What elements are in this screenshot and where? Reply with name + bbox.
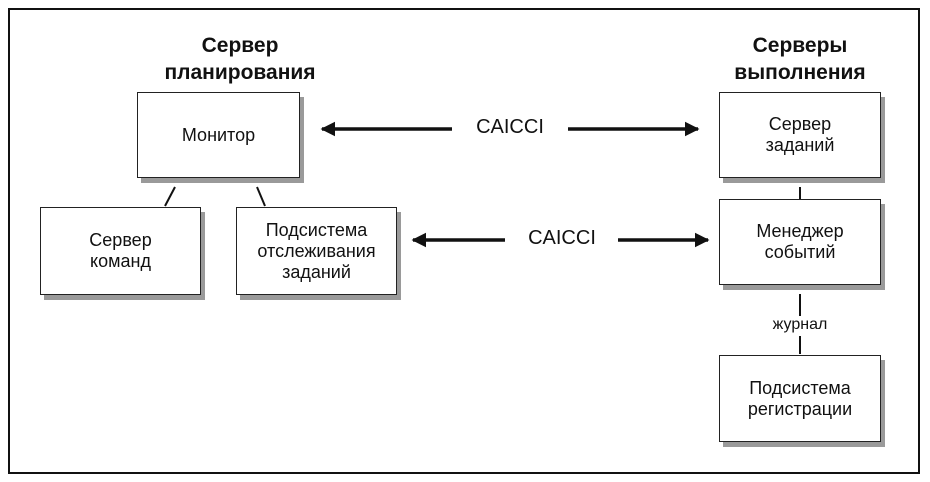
top-protocol-label: CAICCI — [456, 116, 564, 139]
scheduling-server-title-line2: планирования — [164, 61, 316, 84]
command-server-label: Сервер команд — [89, 230, 152, 271]
monitor-label: Монитор — [181, 124, 256, 145]
scheduling-server-title-line1: Сервер — [201, 34, 279, 57]
job-server-label: Сервер заданий — [765, 114, 835, 155]
job-tracking-label: Подсистема отслеживания заданий — [257, 219, 376, 282]
logging-subsystem-box: Подсистема регистрации — [719, 355, 881, 442]
link-monitor-job-tracking — [256, 186, 266, 207]
bottom-protocol-label: CAICCI — [510, 227, 614, 250]
execution-servers-title: Серверы выполнения — [710, 32, 890, 86]
diagram-frame — [8, 8, 920, 474]
execution-servers-title-line2: выполнения — [734, 61, 866, 84]
command-server-box: Сервер команд — [40, 207, 201, 295]
event-manager-box: Менеджер событий — [719, 199, 881, 285]
execution-servers-title-line1: Серверы — [752, 34, 848, 57]
scheduling-server-title: Сервер планирования — [130, 32, 350, 86]
log-link-label: журнал — [760, 316, 840, 334]
monitor-box: Монитор — [137, 92, 300, 178]
job-server-box: Сервер заданий — [719, 92, 881, 178]
logging-subsystem-label: Подсистема регистрации — [747, 377, 853, 419]
event-manager-label: Менеджер событий — [756, 221, 844, 262]
link-monitor-command-server — [164, 186, 176, 207]
job-tracking-box: Подсистема отслеживания заданий — [236, 207, 397, 295]
